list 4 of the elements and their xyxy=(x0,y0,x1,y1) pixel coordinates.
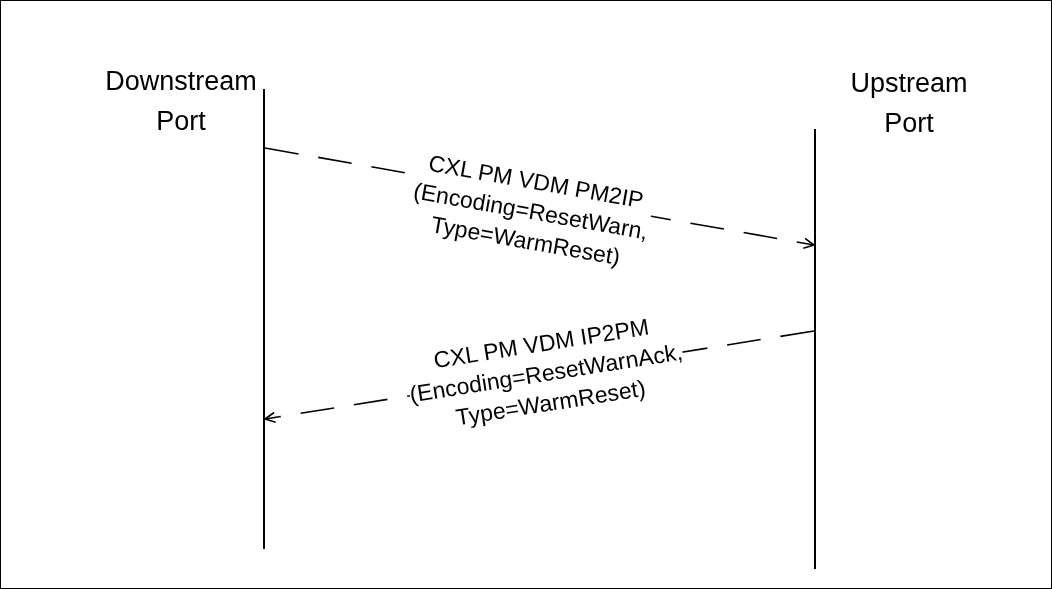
participant-label: Downstream Port xyxy=(96,61,266,141)
participant-label: Upstream Port xyxy=(824,63,994,143)
lifeline xyxy=(263,89,265,549)
lifeline xyxy=(814,129,816,569)
